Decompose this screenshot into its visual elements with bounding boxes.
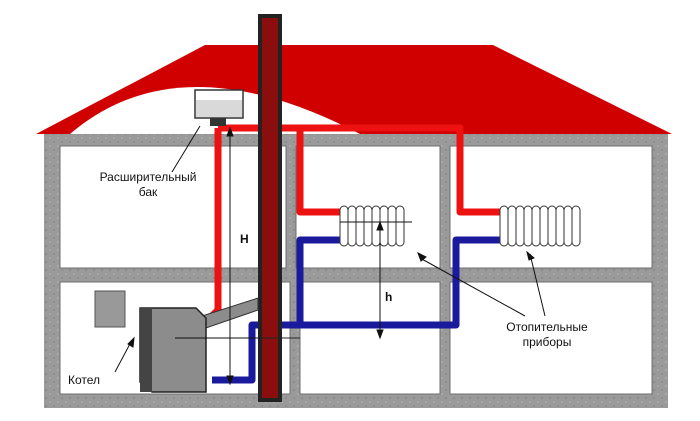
radiators-label-line1: Отопительные [506, 320, 588, 334]
chimney-icon [258, 14, 282, 402]
expansion-tank-label-line1: Расширительный [99, 170, 197, 184]
height-H-indicator [175, 126, 260, 386]
expansion-tank-label: Расширительный бак [88, 170, 208, 200]
height-H-label: H [240, 232, 249, 246]
boiler-label: Котел [68, 373, 101, 387]
wall-panel [94, 290, 126, 328]
radiators-label-line2: приборы [522, 335, 572, 349]
roof [36, 45, 672, 134]
expansion-tank-label-line2: бак [138, 185, 158, 199]
leader-lines [114, 125, 546, 373]
boiler-icon [139, 307, 300, 393]
radiator-icon [499, 205, 581, 247]
height-h-indicator [340, 220, 412, 340]
radiator-icon [339, 205, 405, 247]
radiators-label: Отопительные приборы [492, 320, 602, 350]
expansion-tank-icon [194, 89, 244, 126]
height-h-label: h [385, 290, 393, 304]
